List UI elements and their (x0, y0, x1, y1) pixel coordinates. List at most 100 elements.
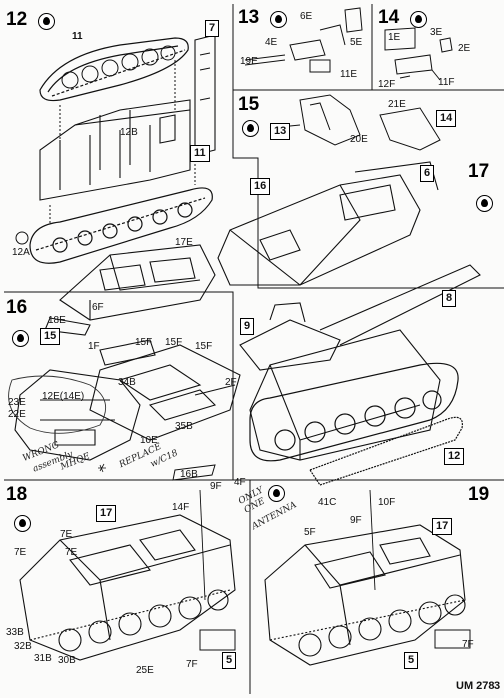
vehicle-19 (264, 524, 466, 666)
side-plate-7 (194, 34, 216, 156)
part-label: 20E (350, 134, 368, 145)
part-label: 11F (438, 77, 455, 88)
part-label: 22E (8, 409, 26, 420)
part-label: 7E (14, 547, 27, 558)
part-label: 10E (140, 435, 158, 446)
part-label: 5E (350, 37, 363, 48)
part-box: 12 (444, 448, 465, 465)
step-number: 14 (378, 7, 400, 28)
track-links-lower (309, 416, 463, 486)
panel-divider (4, 291, 234, 480)
part-box: 13 (270, 123, 291, 140)
track-lower (29, 187, 213, 264)
part-label: 19E (240, 56, 258, 67)
part-label: 12A (12, 247, 30, 258)
part-label: 34B (118, 377, 136, 388)
step-number: 17 (468, 161, 490, 182)
part-5-box-left (199, 629, 236, 651)
hull-front (14, 369, 141, 461)
part-label: 7E (65, 547, 78, 558)
part-label: 17E (175, 237, 193, 248)
engine-deck (89, 339, 241, 441)
part-label: 9F (350, 515, 362, 526)
part-box: 5 (404, 652, 419, 669)
sheet-code: UM 278 (456, 680, 495, 692)
part-label: 12F (378, 79, 396, 90)
superstructure-16 (44, 244, 216, 336)
part-box: 5 (222, 652, 237, 669)
part-label: 32B (14, 641, 32, 652)
part-box: 15 (40, 328, 61, 345)
lower-hull (39, 99, 191, 201)
assembly-arrow (49, 60, 196, 225)
part-label: 1F (88, 341, 100, 352)
part-label: 5F (304, 527, 316, 538)
part-label: 3E (430, 27, 443, 38)
part-label: 31B (34, 653, 52, 664)
part-box: 16 (250, 178, 271, 195)
part-5-box-right (434, 629, 471, 649)
part-box: 7 (205, 20, 220, 37)
part-label: 33B (6, 627, 24, 638)
part-label: 14F (172, 502, 190, 513)
part-label: 10F (378, 497, 396, 508)
glue-icon (38, 13, 55, 30)
part-label: 11 (72, 31, 83, 42)
page-number: 3 (494, 680, 501, 692)
hull-tub (249, 329, 441, 461)
part-label: 15F (195, 341, 213, 352)
part-label: 41C (318, 497, 337, 508)
part-box: 11 (190, 145, 210, 162)
part-label: 9F (210, 481, 222, 492)
part-label: 11E (340, 69, 358, 80)
antenna-base (172, 464, 216, 481)
part-label: 23E (8, 397, 26, 408)
glue-icon (12, 330, 29, 347)
part-label: 6F (92, 302, 104, 313)
part-label: 12B (120, 127, 138, 138)
part-box: 17 (432, 518, 453, 535)
glue-icon (476, 195, 493, 212)
part-label: 7F (186, 659, 198, 670)
part-label: 21E (388, 99, 406, 110)
hull-side (239, 264, 481, 371)
superstructure-17 (217, 161, 439, 286)
part-box: 9 (240, 318, 255, 335)
part-label: 2F (225, 377, 237, 388)
part-label: 12E(14E) (42, 391, 85, 402)
part-label: 2E (458, 43, 471, 54)
glue-icon (268, 485, 285, 502)
part-label: 15F (165, 337, 183, 348)
antenna-19 (369, 489, 376, 591)
part-label: 7E (60, 529, 73, 540)
part-label: 35B (175, 421, 193, 432)
part-label: 18E (48, 315, 66, 326)
part-label: 7F (462, 639, 474, 650)
part-box: 8 (442, 290, 457, 307)
vehicle-18 (19, 514, 236, 661)
step-number: 19 (468, 484, 490, 505)
part-label: 6E (300, 11, 313, 22)
part-label: 4F (234, 477, 246, 488)
step-number: 12 (6, 9, 28, 30)
part-label: 16B (180, 469, 198, 480)
glue-icon (14, 515, 31, 532)
hatch-parts (384, 27, 453, 81)
part-label: 15F (135, 337, 153, 348)
wheel-row-upper (61, 45, 176, 89)
glue-icon (410, 11, 427, 28)
wrong-assembly-circle (8, 375, 107, 434)
part-box: 14 (436, 110, 457, 127)
gun-mantlet-parts (244, 7, 363, 73)
panel-divider (232, 4, 504, 289)
track-upper (39, 37, 189, 102)
step-number: 15 (238, 94, 260, 115)
part-label: 30B (58, 655, 76, 666)
part-box: 6 (420, 165, 435, 182)
part-label: 25E (136, 665, 154, 676)
part-box: 17 (96, 505, 117, 522)
step-number: 13 (238, 7, 260, 28)
step-number: 16 (6, 297, 28, 318)
